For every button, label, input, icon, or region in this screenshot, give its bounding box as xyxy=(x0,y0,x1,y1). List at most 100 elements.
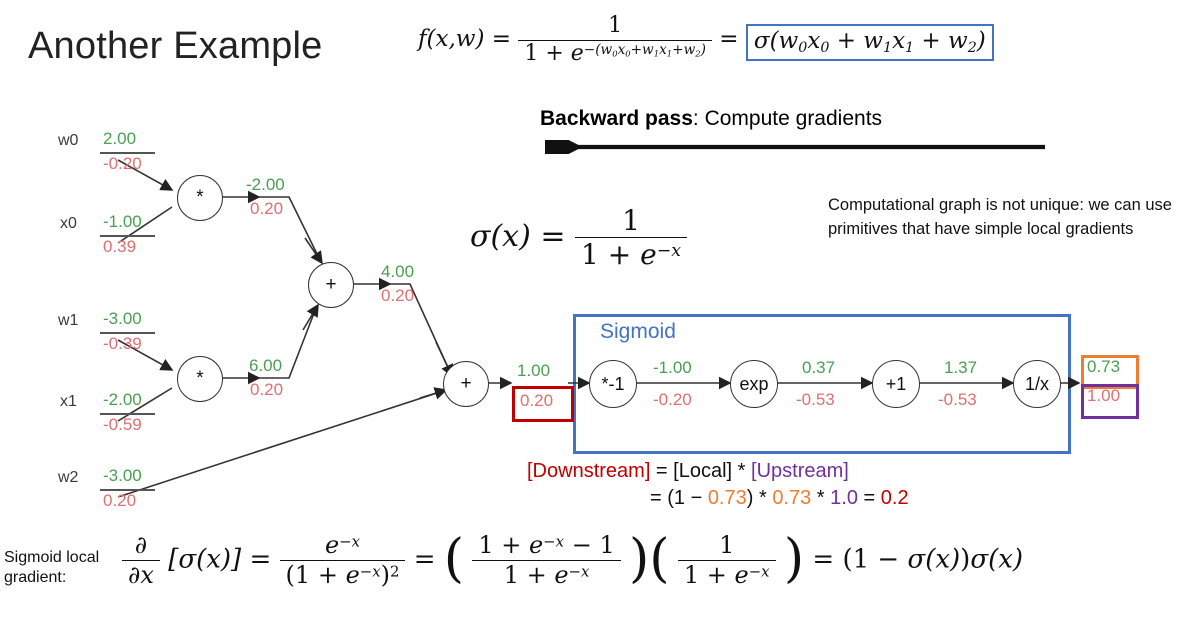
node-add-1[interactable]: + xyxy=(443,361,489,407)
top-formula-lhs: f(x,w) xyxy=(418,26,485,53)
node-plus-one[interactable]: +1 xyxy=(872,360,920,408)
paren-open-1: ( xyxy=(443,528,465,589)
edge-forward-mul1: 6.00 xyxy=(249,356,283,375)
backward-pass-arrow xyxy=(544,140,1045,154)
input-label-w2: w2 xyxy=(58,469,79,486)
node-multiply-1[interactable]: * xyxy=(177,356,223,402)
input-divider-w1 xyxy=(100,332,155,334)
sigmoid-local-gradient-label-line1: Sigmoid local xyxy=(4,549,100,566)
downstream-token: [Downstream] xyxy=(527,460,651,482)
derivative-fraction-3: 1 1 + e−x xyxy=(677,531,776,589)
sigmoid-fraction: 1 1 + e−(w0x0+w1x1+w2) xyxy=(518,13,712,67)
equals-sign-6: = xyxy=(812,544,843,575)
edge-backward-plus1: -0.53 xyxy=(938,390,977,409)
upstream-gradient-box xyxy=(1081,384,1139,419)
sigma-definition: σ(x) = 1 1 + e−x xyxy=(470,204,688,271)
edge-backward-mul0: 0.20 xyxy=(250,199,284,218)
sigma-den: 1 + e−x xyxy=(575,237,688,271)
sigma-bracket: [σ(x)] xyxy=(168,544,242,575)
node-reciprocal[interactable]: 1/x xyxy=(1013,360,1061,408)
deriv-num-2: 1 + e−x − 1 xyxy=(478,531,615,559)
edge-forward-inv: 0.73 xyxy=(1087,357,1121,376)
input-divider-w2 xyxy=(100,489,155,491)
input-forward-w2: -3.00 xyxy=(103,466,142,485)
local-gradient-output-box xyxy=(1081,355,1139,389)
edge-forward-plus1: 1.37 xyxy=(944,358,978,377)
equals-sign-5: = xyxy=(413,544,444,575)
edge-forward-neg: -1.00 xyxy=(653,358,692,377)
derivative-fraction-2: 1 + e−x − 1 1 + e−x xyxy=(472,531,621,589)
line2-mid: ) * xyxy=(746,487,773,509)
input-divider-x1 xyxy=(100,413,155,415)
input-forward-x1: -2.00 xyxy=(103,390,142,409)
backward-pass-header: Backward pass: Compute gradients xyxy=(540,107,1100,131)
upstream-token: [Upstream] xyxy=(751,460,849,482)
sigmoid-local-gradient-label-line2: gradient: xyxy=(4,569,67,586)
top-formula: f(x,w) = 1 1 + e−(w0x0+w1x1+w2) = σ(w0x0… xyxy=(418,13,994,67)
derivative-fraction-1: e−x (1 + e−x)2 xyxy=(279,531,406,589)
edge-forward-exp: 0.37 xyxy=(802,358,836,377)
deriv-den-1: (1 + e−x)2 xyxy=(279,559,406,589)
edge-forward-add0: 4.00 xyxy=(381,262,415,281)
input-divider-x0 xyxy=(100,235,155,237)
line2-upstream-value: 1.0 xyxy=(830,487,858,509)
deriv-num-1: e−x xyxy=(324,531,361,559)
backward-pass-rest: : Compute gradients xyxy=(692,107,883,130)
paren-close-1: ) xyxy=(629,528,650,589)
eq-token-1: = xyxy=(650,460,674,482)
downstream-gradient-box xyxy=(512,386,574,422)
partial-den: ∂x xyxy=(122,559,160,589)
input-backward-w2: 0.20 xyxy=(103,491,137,510)
sigma-num: 1 xyxy=(622,204,640,237)
edge-backward-add1: 0.20 xyxy=(520,391,554,410)
equals-sign-1: = xyxy=(491,26,519,53)
sigma-definition-fraction: 1 1 + e−x xyxy=(575,204,688,271)
node-exp[interactable]: exp xyxy=(730,360,778,408)
sigmoid-local-gradient-formula: ∂ ∂x [σ(x)] = e−x (1 + e−x)2 = ( 1 + e−x… xyxy=(122,532,1023,589)
computational-graph-note: Computational graph is not unique: we ca… xyxy=(828,196,1172,238)
backward-pass-bold: Backward pass xyxy=(540,107,693,130)
local-token: [Local] xyxy=(673,460,733,482)
input-label-x0: x0 xyxy=(60,215,77,232)
node-negate[interactable]: *-1 xyxy=(589,360,637,408)
input-label-w1: w1 xyxy=(58,312,79,329)
partial-num: ∂ xyxy=(134,531,148,559)
paren-close-2: ) xyxy=(783,528,805,589)
sigmoid-local-gradient-label: Sigmoid local gradient: xyxy=(4,548,114,588)
times-token-1: * xyxy=(732,460,752,482)
line2-prefix: = (1 − xyxy=(650,487,708,509)
input-backward-w0: -0.20 xyxy=(103,154,142,173)
partial-derivative-operator: ∂ ∂x xyxy=(122,532,160,589)
fraction-numerator: 1 xyxy=(608,13,623,38)
paren-open-2: ( xyxy=(649,528,670,589)
downstream-equation-line1: [Downstream] = [Local] * [Upstream] xyxy=(527,460,849,483)
node-multiply-0[interactable]: * xyxy=(177,175,223,221)
edge-forward-mul0: -2.00 xyxy=(246,175,285,194)
line2-eq: = xyxy=(857,487,881,509)
edge-backward-add0: 0.20 xyxy=(381,286,415,305)
equals-sign-2: = xyxy=(719,26,746,53)
node-add-0[interactable]: + xyxy=(308,262,354,308)
page-title: Another Example xyxy=(28,25,323,67)
equals-sign-3: = xyxy=(540,218,576,254)
edge-forward-add1: 1.00 xyxy=(517,361,551,380)
input-label-x1: x1 xyxy=(60,393,77,410)
final-result-expression: (1 − σ(x))σ(x) xyxy=(842,544,1024,575)
sigmoid-group-label: Sigmoid xyxy=(600,320,676,343)
sigma-definition-lhs: σ(x) xyxy=(470,218,531,254)
fraction-denominator: 1 + e−(w0x0+w1x1+w2) xyxy=(518,39,712,67)
line2-sigma-value: 0.73 xyxy=(707,487,747,509)
input-label-w0: w0 xyxy=(58,132,79,149)
backward-pass-text: Backward pass: Compute gradients xyxy=(540,107,882,130)
edge-backward-inv: 1.00 xyxy=(1087,386,1121,405)
input-backward-x0: 0.39 xyxy=(103,237,137,256)
edge-backward-mul1: 0.20 xyxy=(250,380,284,399)
boxed-sigmoid-expression: σ(w0x0 + w1x1 + w2) xyxy=(745,24,994,62)
deriv-den-2: 1 + e−x xyxy=(472,559,621,589)
deriv-num-3: 1 xyxy=(719,531,735,559)
input-forward-x0: -1.00 xyxy=(103,212,142,231)
edge-backward-neg: -0.20 xyxy=(653,390,692,409)
edge-backward-exp: -0.53 xyxy=(796,390,835,409)
